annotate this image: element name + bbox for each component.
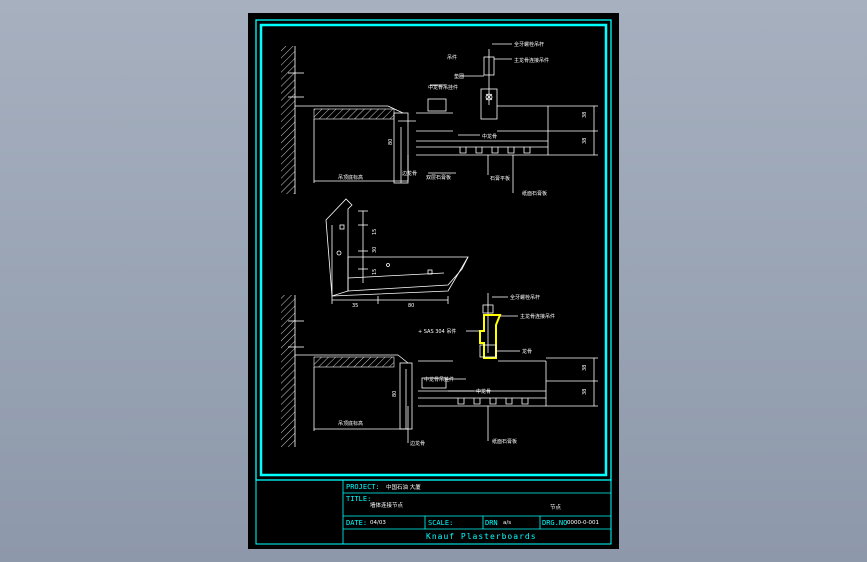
top-note-3: 垫圈	[454, 73, 464, 80]
drawing-canvas: PROJECT: 中国石油 大厦 TITLE: 墙体连接节点 节点 DATE: …	[255, 19, 612, 545]
top-note-8: 石膏平板	[490, 175, 510, 182]
top-dim-1: 38	[582, 112, 588, 118]
bottom-ceiling-label: 吊顶底标高	[338, 420, 363, 427]
top-dim-0: 80	[388, 139, 394, 145]
bracket-dim-1: 30	[372, 247, 378, 253]
top-note-7: 纸面石膏板	[522, 190, 547, 197]
bottom-note-7: 纸面石膏板	[492, 438, 517, 445]
top-note-6: 双层石膏板	[426, 174, 451, 181]
bottom-note-5: 中龙骨	[476, 388, 491, 395]
bottom-note-0: 全牙螺栓吊杆	[510, 294, 540, 301]
highlighted-clip	[479, 314, 502, 359]
bottom-note-1: 主龙骨连接吊件	[520, 313, 555, 320]
date-label: DATE:	[346, 519, 367, 527]
drawing-sheet: PROJECT: 中国石油 大厦 TITLE: 墙体连接节点 节点 DATE: …	[248, 13, 619, 549]
top-note-5: 中龙骨	[482, 133, 497, 140]
top-note-4: 中龙骨吊挂件	[428, 84, 458, 91]
top-ceiling-label: 吊顶底标高	[338, 174, 363, 181]
bracket-dim-2: 15	[372, 269, 378, 275]
drn-label: DRN	[485, 519, 498, 527]
bracket-dim-3: 35	[352, 303, 358, 309]
title-value: 墙体连接节点	[370, 501, 404, 509]
top-section-detail: 38 38 80 吊顶底标高 全牙螺栓吊杆 吊件 主龙骨连接吊件 垫圈 中龙骨吊…	[281, 41, 598, 197]
bottom-section-detail: 38 38 80 吊顶底标高 全牙螺栓吊杆 主龙骨连接吊件 + SAS 304 …	[281, 293, 598, 447]
bottom-note-4: 中龙骨吊挂件	[424, 376, 454, 383]
title-label: TITLE:	[346, 495, 371, 503]
inner-border	[259, 23, 608, 477]
scale-label: SCALE:	[428, 519, 453, 527]
title-right: 节点	[550, 503, 562, 511]
bottom-note-6: 边龙骨	[410, 440, 425, 447]
drg-value: 0000-0-001	[567, 520, 599, 526]
bracket-detail: 15 30 15 35 80	[325, 198, 469, 309]
bracket-dim-4: 80	[408, 303, 414, 309]
bottom-dim-1: 38	[582, 365, 588, 371]
top-dim-2: 38	[582, 138, 588, 144]
drn-value: a/s	[503, 520, 511, 526]
bottom-dim-2: 38	[582, 389, 588, 395]
bottom-note-3: 龙骨	[522, 348, 532, 355]
project-label: PROJECT:	[346, 483, 380, 491]
bottom-note-2: + SAS 304 吊件	[418, 328, 456, 335]
top-note-1: 吊件	[447, 54, 457, 61]
top-note-9: 边龙骨	[402, 170, 417, 177]
top-note-0: 全牙螺栓吊杆	[514, 41, 544, 48]
company-name: Knauf Plasterboards	[426, 532, 537, 541]
bracket-dim-0: 15	[372, 229, 378, 235]
drg-label: DRG.NO	[542, 519, 567, 527]
bottom-dim-0: 80	[392, 391, 398, 397]
title-block: PROJECT: 中国石油 大厦 TITLE: 墙体连接节点 节点 DATE: …	[255, 479, 612, 545]
project-value: 中国石油 大厦	[386, 483, 421, 491]
date-value: 04/03	[370, 520, 386, 526]
top-note-2: 主龙骨连接吊件	[514, 57, 549, 64]
